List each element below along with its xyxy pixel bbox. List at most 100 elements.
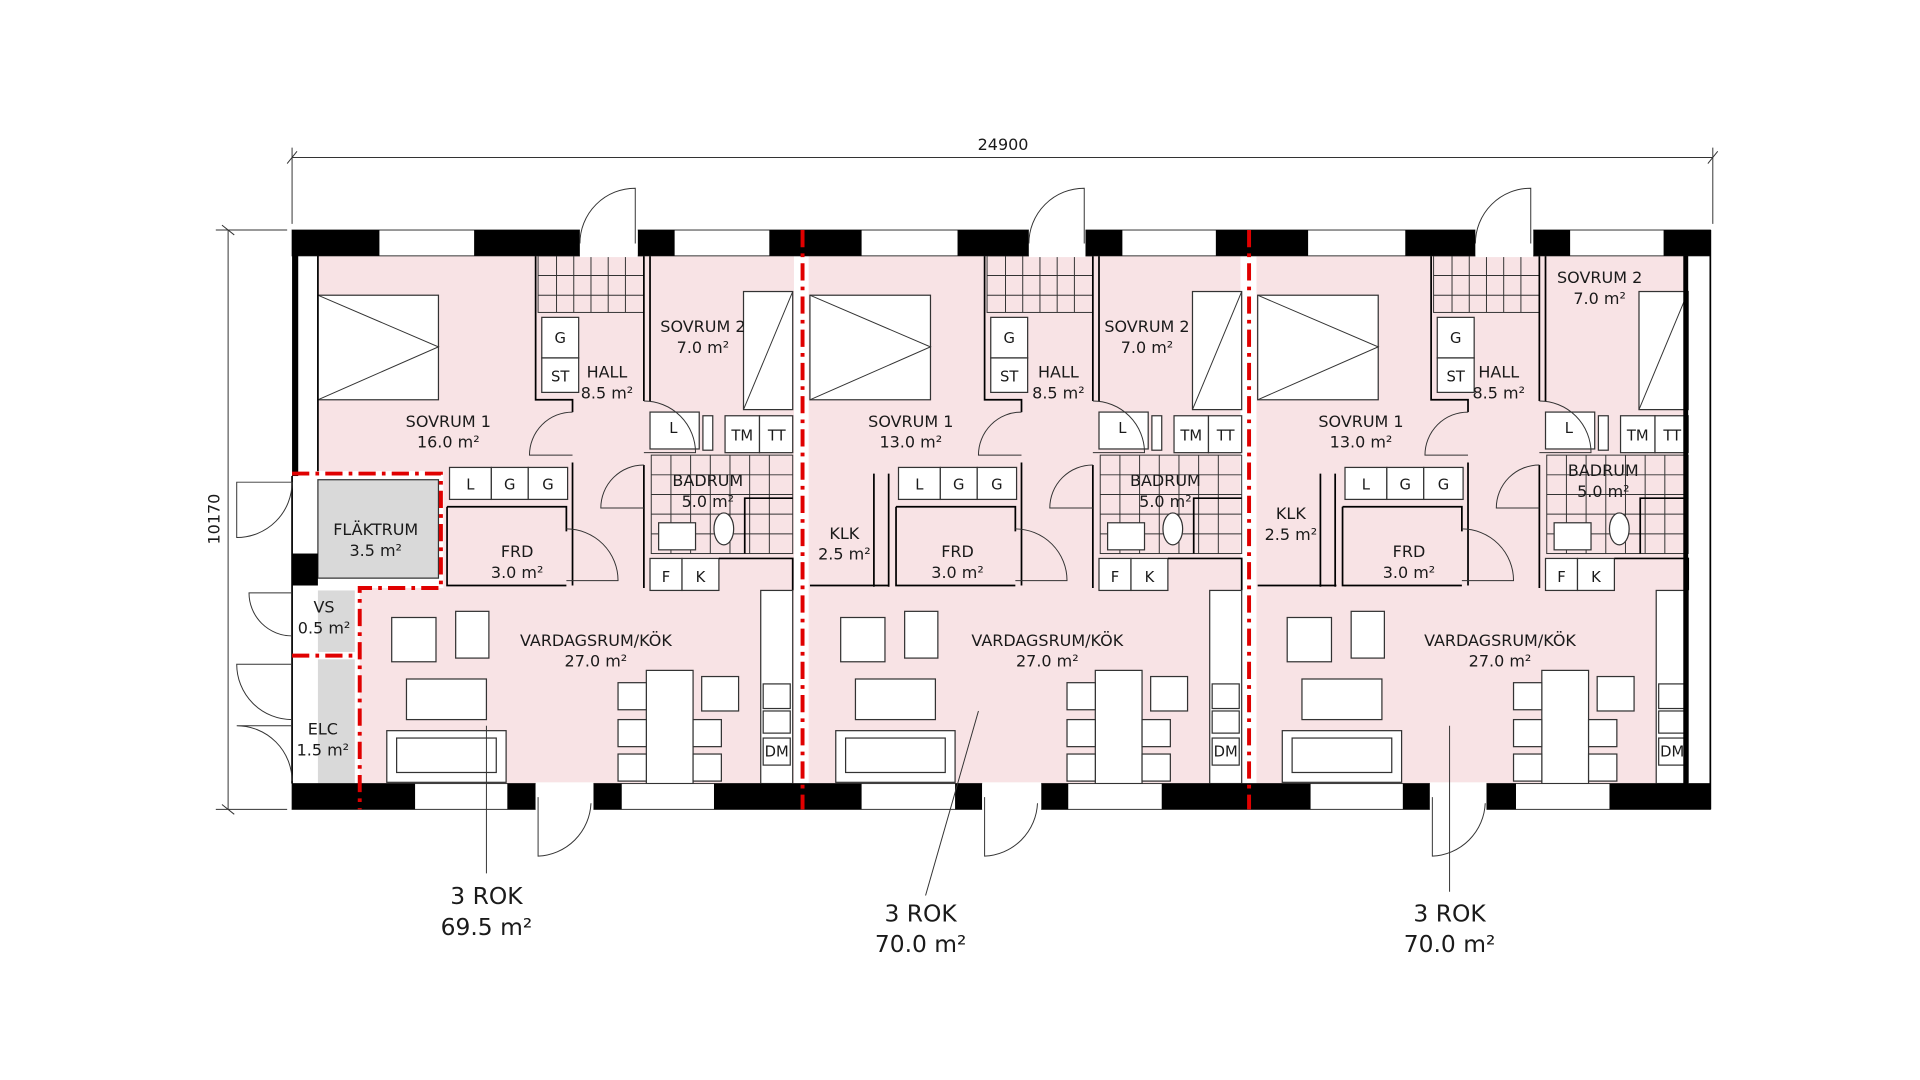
room-area: 5.0 m² (1577, 482, 1629, 501)
fixture-st: ST (551, 368, 570, 385)
room-name: HALL (1478, 363, 1519, 382)
room-name: SOVRUM 1 (868, 412, 953, 431)
fixture-g: G (542, 477, 553, 494)
room-area: 7.0 m² (677, 338, 729, 357)
unit-1-labels: SOVRUM 1 16.0 m² HALL 8.5 m² SOVRUM 2 7.… (406, 317, 746, 941)
bed-sovrum1-unit3 (1257, 294, 1379, 401)
dimension-width: 24900 (286, 135, 1719, 224)
room-name: VARDAGSRUM/KÖK (520, 631, 672, 650)
fixture-dm: DM (1660, 743, 1684, 760)
room-name: HALL (1038, 363, 1079, 382)
room-area: 27.0 m² (1016, 652, 1079, 671)
fixture-tm: TM (1179, 427, 1202, 444)
elc-area: 1.5 m² (297, 740, 349, 759)
room-name: SOVRUM 1 (1318, 412, 1403, 431)
elc-name: ELC (308, 719, 338, 738)
flaktrum-area: 3.5 m² (349, 541, 401, 560)
room-area: 2.5 m² (818, 545, 870, 564)
room-area: 8.5 m² (1473, 384, 1525, 403)
fixture-g: G (1400, 477, 1411, 494)
unit-type: 3 ROK (450, 882, 523, 910)
fixture-st: ST (1447, 368, 1466, 385)
fixture-dm: DM (1214, 743, 1238, 760)
bed-sovrum1-unit2 (809, 294, 932, 401)
room-name: FRD (501, 542, 534, 561)
room-area: 8.5 m² (581, 384, 633, 403)
room-area: 13.0 m² (879, 433, 942, 452)
room-name: BADRUM (672, 471, 743, 490)
room-area: 3.0 m² (491, 563, 543, 582)
fixture-g: G (1438, 477, 1449, 494)
room-name: VARDAGSRUM/KÖK (1424, 631, 1576, 650)
fixture-f: F (1557, 569, 1565, 586)
room-name: KLK (1276, 504, 1306, 523)
fixture-g: G (1003, 330, 1014, 347)
room-name: SOVRUM 1 (406, 412, 491, 431)
unit-3-labels: SOVRUM 1 13.0 m² KLK 2.5 m² HALL 8.5 m² … (1265, 268, 1643, 958)
room-name: SOVRUM 2 (1557, 268, 1642, 287)
klk-walls (809, 473, 1337, 587)
bed-sovrum1-unit1 (317, 294, 440, 401)
fixture-g: G (1450, 330, 1461, 347)
room-name: HALL (587, 363, 628, 382)
fixture-l: L (1362, 477, 1371, 494)
fixture-dm: DM (765, 743, 789, 760)
fixture-l: L (915, 477, 924, 494)
fixture-tm: TM (730, 427, 753, 444)
room-area: 27.0 m² (1469, 652, 1532, 671)
room-area: 16.0 m² (417, 433, 480, 452)
exterior-walls (236, 187, 1712, 857)
flaktrum-name: FLÄKTRUM (333, 520, 418, 539)
room-name: FRD (941, 542, 974, 561)
vs-area: 0.5 m² (298, 618, 350, 637)
fixture-f: F (1111, 569, 1119, 586)
fixture-tt: TT (1662, 427, 1682, 444)
room-area: 2.5 m² (1265, 525, 1317, 544)
room-name: BADRUM (1130, 471, 1201, 490)
fixture-labels-unit-1: G ST L TM TT L G G F K DM (466, 330, 788, 760)
dimension-depth-label: 10170 (204, 494, 223, 545)
room-area: 8.5 m² (1032, 384, 1084, 403)
unit-area: 70.0 m² (1404, 930, 1496, 958)
room-area: 7.0 m² (1573, 289, 1625, 308)
room-area: 13.0 m² (1330, 433, 1393, 452)
unit-type: 3 ROK (885, 899, 958, 927)
room-area: 3.0 m² (931, 563, 983, 582)
room-area: 7.0 m² (1121, 338, 1173, 357)
fixture-l: L (1118, 420, 1127, 437)
room-area: 27.0 m² (565, 652, 628, 671)
elc-floor (317, 659, 355, 784)
dimension-width-label: 24900 (978, 135, 1029, 154)
fixture-l: L (669, 420, 678, 437)
room-name: VARDAGSRUM/KÖK (971, 631, 1123, 650)
fixture-labels-unit-3: G ST L TM TT L G G F K DM (1362, 330, 1684, 760)
fixture-g: G (555, 330, 566, 347)
fixture-l: L (1565, 420, 1574, 437)
fixture-tm: TM (1626, 427, 1649, 444)
dimension-depth: 10170 (204, 224, 288, 815)
room-area: 5.0 m² (1139, 492, 1191, 511)
fixture-k: K (1145, 569, 1155, 586)
room-area: 3.0 m² (1383, 563, 1435, 582)
room-name: FRD (1393, 542, 1426, 561)
fixture-tt: TT (767, 427, 787, 444)
unit-2-labels: SOVRUM 1 13.0 m² KLK 2.5 m² HALL 8.5 m² … (818, 317, 1201, 958)
room-name: SOVRUM 2 (660, 317, 745, 336)
room-name: BADRUM (1568, 461, 1639, 480)
fixture-g: G (991, 477, 1002, 494)
flaktrum-floor (317, 479, 440, 579)
unit-area: 69.5 m² (441, 913, 533, 941)
fixture-g: G (953, 477, 964, 494)
fixture-st: ST (1000, 368, 1019, 385)
room-area: 5.0 m² (682, 492, 734, 511)
vs-name: VS (314, 598, 335, 617)
fixture-k: K (696, 569, 706, 586)
fixture-g: G (504, 477, 515, 494)
fixture-f: F (662, 569, 670, 586)
vs-floor (317, 590, 355, 652)
room-name: SOVRUM 2 (1104, 317, 1189, 336)
fixture-l: L (466, 477, 475, 494)
unit-type: 3 ROK (1413, 899, 1486, 927)
unit-boundary-lines (292, 230, 1252, 810)
